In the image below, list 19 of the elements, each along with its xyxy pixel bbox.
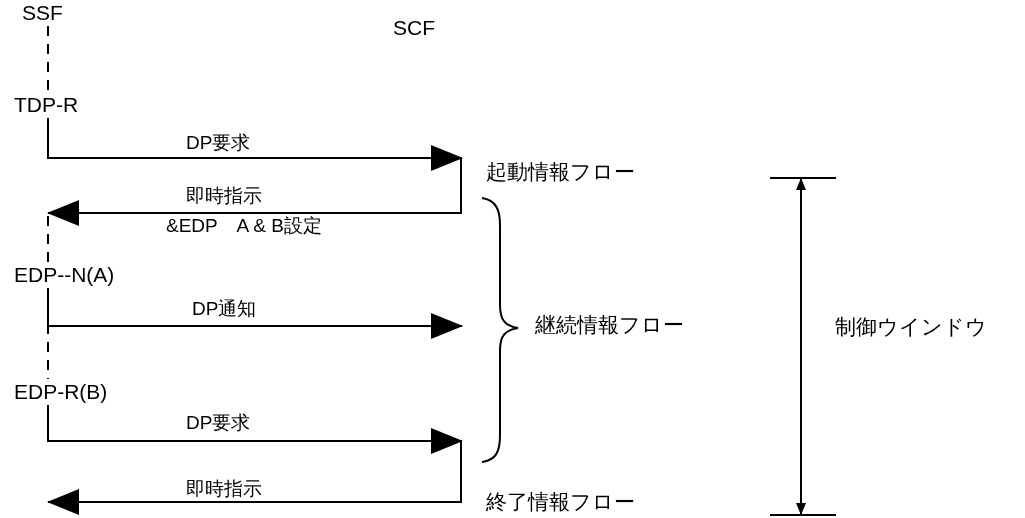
lifeline — [47, 215, 49, 263]
message-label: 即時指示 — [184, 186, 264, 205]
message-label: DP要求 — [184, 413, 253, 432]
phase-label: 起動情報フロー — [486, 161, 635, 182]
lifeline-label: EDP-R(B) — [14, 381, 108, 402]
message-arrow — [47, 404, 462, 515]
message-label: DP要求 — [184, 133, 253, 152]
lifeline — [47, 25, 49, 93]
message-arrow — [47, 287, 463, 339]
message-arrow — [47, 117, 462, 226]
lifeline-label: TDP-R — [14, 94, 79, 115]
phase-label: 終了情報フロー — [486, 491, 635, 512]
dimension-label: 制御ウインドウ — [835, 316, 987, 337]
lifeline-label: EDP--N(A) — [14, 264, 115, 285]
phase-label: 継続情報フロー — [535, 314, 684, 335]
message-label: &EDP A & B設定 — [166, 216, 322, 235]
lifeline-label: SSF — [22, 2, 63, 23]
column-label: SCF — [393, 17, 435, 38]
message-label: 即時指示 — [184, 479, 264, 498]
